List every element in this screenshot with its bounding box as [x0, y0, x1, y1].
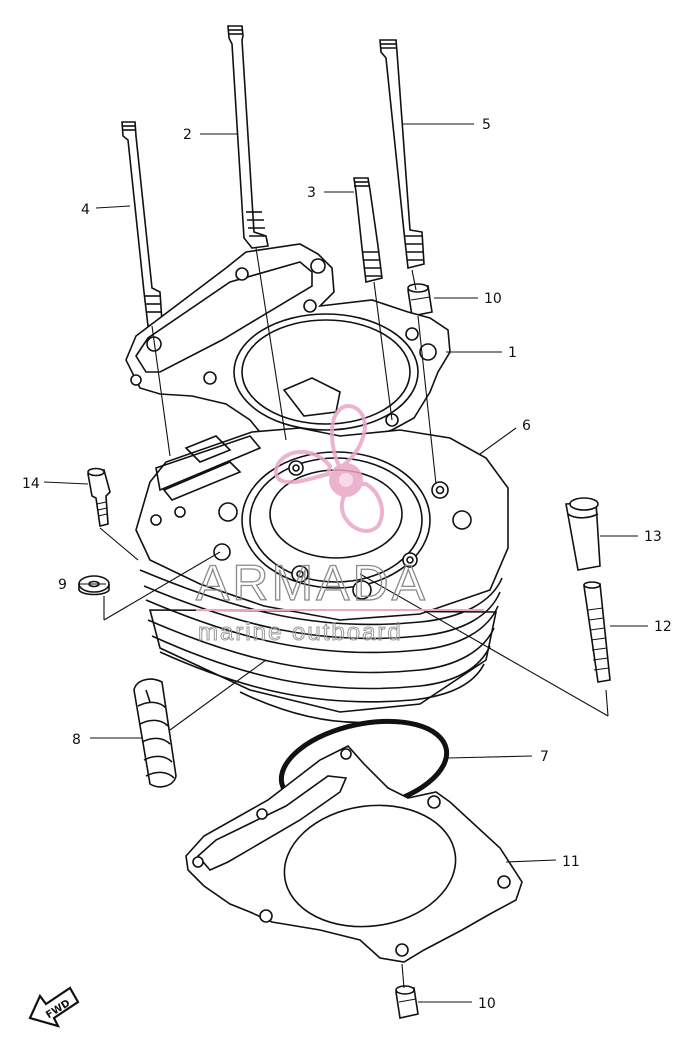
callout-2: 2: [183, 127, 192, 143]
callout-12: 12: [654, 619, 672, 635]
stud-3: [353, 177, 383, 283]
dowel-pin-10-bottom: [395, 985, 419, 1019]
dowel-13: [565, 497, 601, 571]
chain-guide-8: [133, 678, 177, 788]
watermark-brand: ARMADA: [196, 555, 428, 611]
callout-10-top: 10: [484, 291, 502, 307]
head-gasket-1: [125, 243, 451, 453]
callout-3: 3: [307, 185, 316, 201]
callout-14: 14: [22, 476, 40, 492]
stud-5: [379, 39, 425, 269]
leader-lines: [43, 123, 648, 1003]
callout-1: 1: [508, 345, 517, 361]
watermark: ARMADA marine outboard: [195, 403, 484, 647]
washer-9: [78, 575, 110, 596]
callout-6: 6: [522, 418, 531, 434]
arrow-fwd-icon: [28, 986, 80, 1028]
callout-5: 5: [482, 117, 491, 133]
callout-8: 8: [72, 732, 81, 748]
callout-4: 4: [81, 202, 90, 218]
callout-7: 7: [540, 749, 549, 765]
cylinder-block-6: [135, 427, 509, 724]
fwd-marker: FWD: [28, 986, 80, 1028]
bolt-14: [87, 467, 111, 527]
dowel-pin-10-top: [407, 283, 433, 317]
stud-4: [121, 121, 163, 328]
assembly-guide-lines: [99, 247, 609, 989]
callout-13: 13: [644, 529, 662, 545]
callout-10-bottom: 10: [478, 996, 496, 1012]
stud-12: [583, 581, 611, 683]
watermark-subtitle: marine outboard: [198, 619, 403, 646]
propeller-logo-icon: [273, 403, 384, 533]
callout-11: 11: [562, 854, 580, 870]
base-gasket-11: [185, 745, 523, 963]
stud-2: [227, 25, 269, 249]
callout-9: 9: [58, 577, 67, 593]
